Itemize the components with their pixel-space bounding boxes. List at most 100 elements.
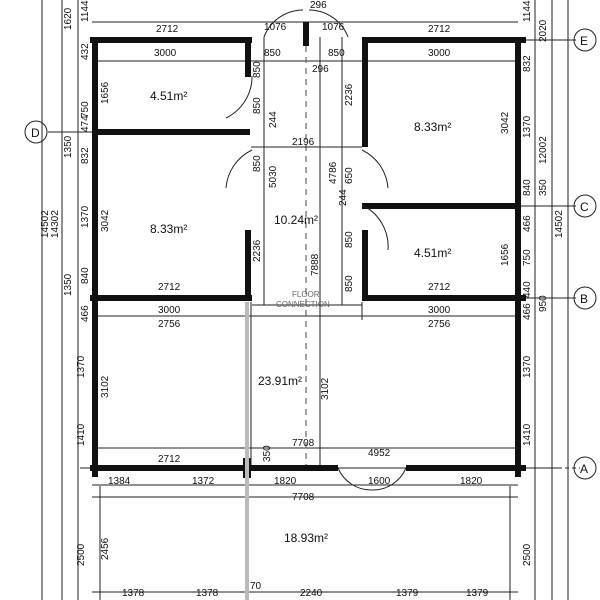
dim: 1076 [264, 22, 287, 33]
dim: 1370 [522, 115, 533, 138]
dim: 5030 [268, 165, 279, 188]
dim: 70 [250, 581, 262, 592]
dim: 466 [80, 305, 91, 322]
floor-connection-line1: FLOOR [292, 290, 320, 299]
dim: 3042 [100, 209, 111, 232]
dim: 840 [522, 179, 533, 196]
dim: 1379 [466, 588, 489, 599]
dim: 2236 [344, 83, 355, 106]
dim: 2196 [292, 137, 315, 148]
dim: 1370 [80, 205, 91, 228]
dim: 2756 [428, 319, 451, 330]
floor-connection-note: FLOOR CONNECTION [276, 290, 330, 309]
area-mid-left: 8.33m² [150, 222, 187, 236]
axis-marker-c: C [573, 194, 597, 218]
dim: 7888 [310, 253, 321, 276]
area-top-left: 4.51m² [150, 89, 187, 103]
dim: 296 [312, 64, 329, 75]
dim: 3102 [320, 377, 331, 400]
horizontal-dimensions: 2712 1076 296 1076 2712 3000 850 850 300… [108, 0, 489, 599]
dim: 466 [522, 303, 533, 320]
axis-marker-a: A [573, 456, 597, 480]
dim: 4952 [368, 448, 391, 459]
dim: 3102 [100, 375, 111, 398]
dim: 750 [80, 101, 91, 118]
dim: 850 [252, 97, 263, 114]
axis-label-b: B [580, 292, 588, 306]
dim: 4786 [328, 161, 339, 184]
dim: 1144 [522, 0, 533, 22]
vertical-dimensions: 1620 1144 432 750 474 832 1350 1370 840 … [40, 0, 565, 566]
dim: 2712 [158, 282, 181, 293]
dim: 14502 [554, 210, 565, 238]
dim: 244 [338, 189, 349, 206]
dim: 440 [522, 281, 533, 298]
dim: 1076 [322, 22, 345, 33]
dim: 850 [264, 48, 281, 59]
dim: 2756 [158, 319, 181, 330]
dim: 832 [522, 55, 533, 72]
dim: 832 [80, 147, 91, 164]
dim: 466 [522, 215, 533, 232]
dim: 2500 [522, 543, 533, 566]
dim: 850 [344, 231, 355, 248]
dim: 244 [268, 111, 279, 128]
dim: 474 [80, 115, 91, 132]
dim: 7708 [292, 438, 315, 449]
dim: 3000 [158, 305, 181, 316]
dim: 1372 [192, 476, 215, 487]
axis-markers: E D C B A [24, 28, 597, 480]
door-swings [225, 9, 407, 491]
axis-marker-b: B [573, 286, 597, 310]
dim: 3000 [428, 305, 451, 316]
dim: 1144 [80, 0, 91, 22]
dim: 2240 [300, 588, 323, 599]
axis-label-c: C [580, 200, 589, 214]
floor-connection-line2: CONNECTION [276, 300, 330, 309]
area-bottom: 18.93m² [284, 531, 328, 545]
axis-label-d: D [31, 126, 40, 140]
dim: 432 [80, 43, 91, 60]
dim: 1620 [63, 7, 74, 30]
room-area-labels: 4.51m² 8.33m² 8.33m² 10.24m² 4.51m² 23.9… [150, 89, 451, 545]
dim: 1410 [522, 423, 533, 446]
dim: 1600 [368, 476, 391, 487]
dim: 296 [310, 0, 327, 11]
dim: 1370 [76, 355, 87, 378]
dim: 1350 [63, 273, 74, 296]
dim: 14502 [40, 210, 51, 238]
dim: 1410 [76, 423, 87, 446]
dim: 850 [344, 275, 355, 292]
dim: 1379 [396, 588, 419, 599]
dim: 2236 [252, 239, 263, 262]
dim: 14302 [50, 210, 61, 238]
dim: 7708 [292, 492, 315, 503]
dim: 12002 [538, 136, 549, 164]
guide-lines [245, 37, 363, 600]
walls [90, 22, 526, 478]
dim: 1370 [522, 355, 533, 378]
dim: 2712 [428, 24, 451, 35]
axis-label-e: E [580, 34, 588, 48]
dim: 840 [80, 267, 91, 284]
dim: 2712 [158, 454, 181, 465]
area-corridor: 10.24m² [274, 213, 318, 227]
dim: 850 [328, 48, 345, 59]
dim: 3000 [154, 48, 177, 59]
dim: 1656 [500, 243, 511, 266]
dimension-frame [41, 0, 580, 600]
dim: 950 [538, 295, 549, 312]
dim: 850 [252, 61, 263, 78]
dim: 1378 [122, 588, 145, 599]
dim: 2020 [538, 19, 549, 42]
dim: 1656 [100, 81, 111, 104]
dim: 2500 [76, 543, 87, 566]
axis-label-a: A [580, 462, 588, 476]
area-top-right: 8.33m² [414, 120, 451, 134]
dim: 350 [262, 445, 273, 462]
dim: 2456 [100, 537, 111, 560]
dim: 1820 [274, 476, 297, 487]
area-hall: 23.91m² [258, 374, 302, 388]
dim: 850 [252, 155, 263, 172]
